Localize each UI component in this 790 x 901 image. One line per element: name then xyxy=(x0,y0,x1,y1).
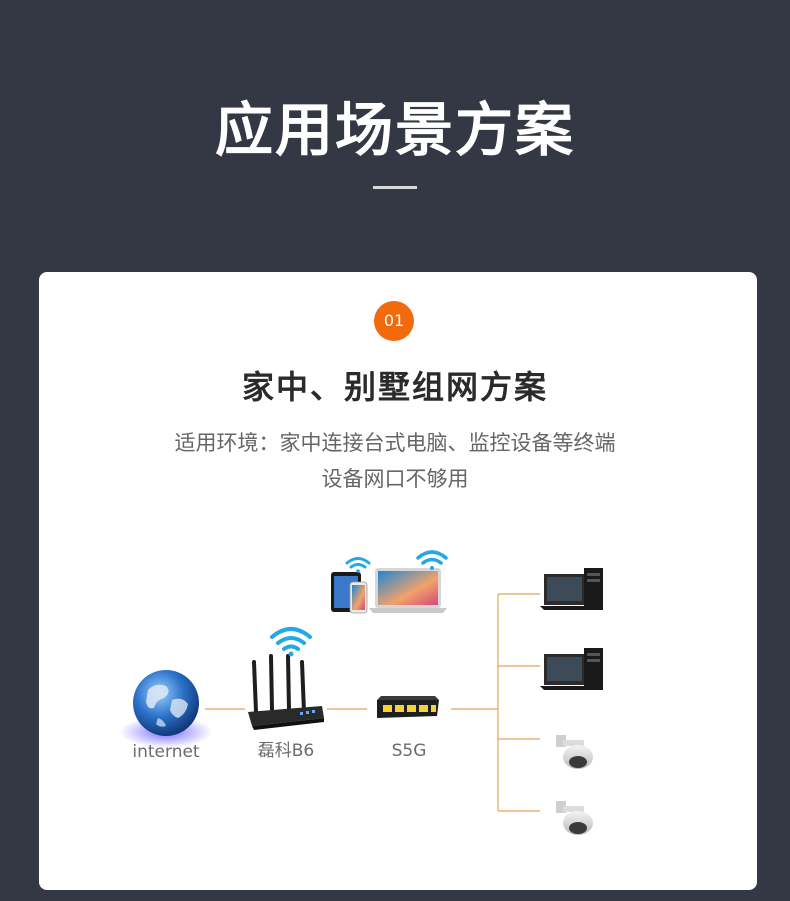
dome-camera-icon-1 xyxy=(556,735,593,769)
router-label: 磊科B6 xyxy=(257,741,315,761)
desktop-pc-icon-2 xyxy=(540,648,603,690)
desktop-pc-icon-1 xyxy=(540,568,603,610)
internet-label: internet xyxy=(132,742,200,762)
laptop-icon xyxy=(369,568,447,613)
scenario-title: 家中、别墅组网方案 xyxy=(241,368,548,406)
switch-icon xyxy=(377,696,439,718)
scenario-number-badge: 01 xyxy=(374,301,414,341)
scenario-description-line-2: 设备网口不够用 xyxy=(321,467,469,491)
tablet-wifi-icon xyxy=(345,557,371,573)
phone-icon xyxy=(349,581,368,614)
globe-icon xyxy=(120,670,212,748)
page-title: 应用场景方案 xyxy=(214,96,575,164)
dome-camera-icon-2 xyxy=(556,801,593,835)
scenario-description-line-1: 适用环境：家中连接台式电脑、监控设备等终端 xyxy=(174,431,616,455)
connection-lines xyxy=(205,593,540,812)
laptop-wifi-icon xyxy=(416,550,448,570)
title-divider xyxy=(373,186,417,189)
router-wifi-icon xyxy=(270,627,312,657)
router-icon xyxy=(248,654,324,730)
switch-label: S5G xyxy=(391,741,427,761)
